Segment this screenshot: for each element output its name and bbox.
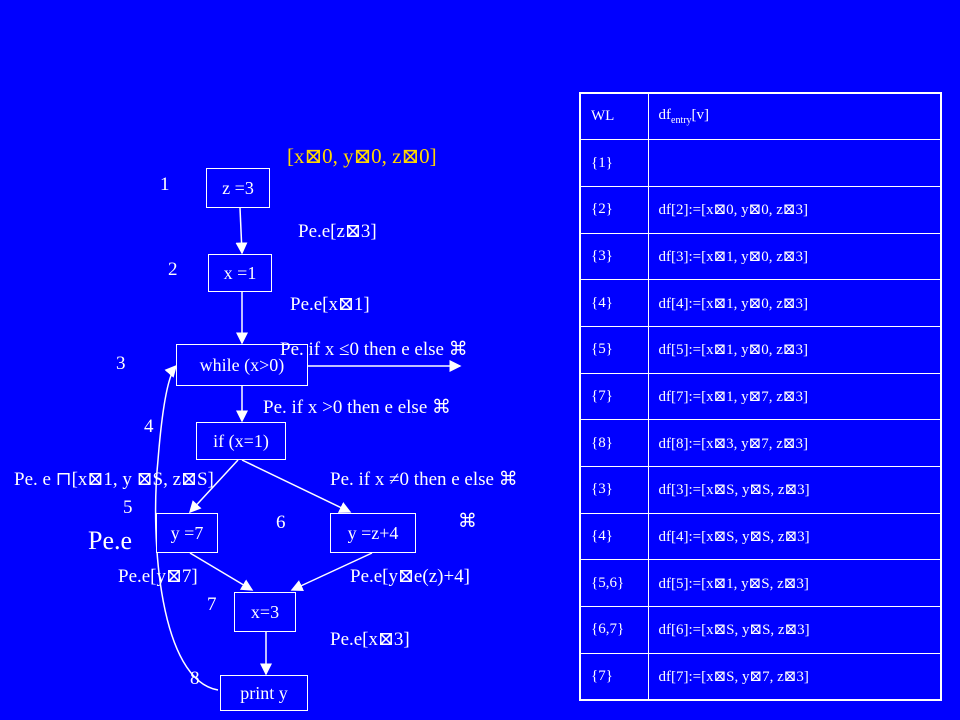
annotation-yz4: Pe.e[y⊠e(z)+4] xyxy=(350,566,470,587)
table-row: {4}df[4]:=[x⊠S, y⊠S, z⊠3] xyxy=(579,512,942,561)
node-number-8: 8 xyxy=(190,668,200,689)
annotation-join: Pe.e xyxy=(88,526,133,555)
cell-df: df[8]:=[x⊠3, y⊠7, z⊠3] xyxy=(647,419,942,467)
node-number-3: 3 xyxy=(116,353,126,374)
table-row: {6,7}df[6]:=[x⊠S, y⊠S, z⊠3] xyxy=(579,606,942,654)
cell-wl: {8} xyxy=(579,419,649,467)
node-number-5: 5 xyxy=(123,497,133,518)
cell-wl: {5,6} xyxy=(579,559,649,608)
initial-environment: [x⊠0, y⊠0, z⊠0] xyxy=(287,144,437,168)
edge-y7-x3 xyxy=(189,552,254,591)
table-row: {3}df[3]:=[x⊠1, y⊠0, z⊠3] xyxy=(579,232,942,281)
annotation-if-false-bottom: ⌘ xyxy=(458,511,477,532)
cell-df: df[2]:=[x⊠0, y⊠0, z⊠3] xyxy=(647,185,942,234)
worklist-table: WL dfentry[v] {1}{2}df[2]:=[x⊠0, y⊠0, z⊠… xyxy=(579,92,942,701)
node-yz4: y =z+4 xyxy=(330,513,416,553)
edge-if-yz4 xyxy=(241,459,352,513)
table-row: {5,6}df[5]:=[x⊠1, y⊠S, z⊠3] xyxy=(579,559,942,608)
node-x-assign: x =1 xyxy=(208,254,272,292)
cell-wl: {7} xyxy=(579,652,649,701)
annotation-while-true: Pe. if x >0 then e else ⌘ xyxy=(263,397,452,418)
node-print: print y xyxy=(220,675,308,711)
annotation-x-assign: Pe.e[x⊠1] xyxy=(290,294,370,315)
cell-wl: {1} xyxy=(579,139,649,187)
cell-wl: {5} xyxy=(579,325,649,374)
node-y7: y =7 xyxy=(156,513,218,553)
header-df: dfentry[v] xyxy=(647,92,942,141)
table-row: {1} xyxy=(579,139,942,187)
annotation-z-assign: Pe.e[z⊠3] xyxy=(298,221,377,242)
cell-df: df[5]:=[x⊠1, y⊠S, z⊠3] xyxy=(647,559,942,608)
cell-wl: {4} xyxy=(579,279,649,327)
annotation-if-true: Pe. e ⊓[x⊠1, y ⊠S, z⊠S] xyxy=(14,469,214,490)
cell-df: df[6]:=[x⊠S, y⊠S, z⊠3] xyxy=(647,606,942,654)
node-while: while (x>0) xyxy=(176,344,308,386)
table-row: {3}df[3]:=[x⊠S, y⊠S, z⊠3] xyxy=(579,466,942,514)
node-number-2: 2 xyxy=(168,259,178,280)
annotation-y7: Pe.e[y⊠7] xyxy=(118,566,198,587)
cell-wl: {3} xyxy=(579,466,649,514)
table-header-row: WL dfentry[v] xyxy=(579,92,942,141)
node-number-7: 7 xyxy=(207,594,217,615)
cell-df: df[4]:=[x⊠S, y⊠S, z⊠3] xyxy=(647,512,942,561)
header-wl: WL xyxy=(579,92,649,141)
annotation-if-false: Pe. if x ≠0 then e else ⌘ xyxy=(330,469,518,490)
cell-df: df[3]:=[x⊠1, y⊠0, z⊠3] xyxy=(647,232,942,281)
header-df-tail: [v] xyxy=(691,107,710,124)
edge-yz4-x3 xyxy=(290,552,373,592)
node-z-assign: z =3 xyxy=(206,168,270,208)
table-row: {2}df[2]:=[x⊠0, y⊠0, z⊠3] xyxy=(579,185,942,234)
cell-df: df[7]:=[x⊠1, y⊠7, z⊠3] xyxy=(647,372,942,421)
node-number-6: 6 xyxy=(276,512,286,533)
cell-wl: {6,7} xyxy=(579,606,649,654)
cell-df xyxy=(647,139,942,187)
cell-df: df[4]:=[x⊠1, y⊠0, z⊠3] xyxy=(647,279,942,327)
table-row: {5}df[5]:=[x⊠1, y⊠0, z⊠3] xyxy=(579,325,942,374)
table-row: {7}df[7]:=[x⊠1, y⊠7, z⊠3] xyxy=(579,372,942,421)
cell-wl: {3} xyxy=(579,232,649,281)
cell-df: df[7]:=[x⊠S, y⊠7, z⊠3] xyxy=(647,652,942,701)
node-x3: x=3 xyxy=(234,592,296,632)
cell-df: df[3]:=[x⊠S, y⊠S, z⊠3] xyxy=(647,466,942,514)
table-row: {7}df[7]:=[x⊠S, y⊠7, z⊠3] xyxy=(579,652,942,701)
annotation-while-exit: Pe. if x ≤0 then e else ⌘ xyxy=(280,339,468,360)
node-number-1: 1 xyxy=(160,174,170,195)
header-df-sub: entry xyxy=(671,115,692,127)
table-row: {8}df[8]:=[x⊠3, y⊠7, z⊠3] xyxy=(579,419,942,467)
annotation-x3: Pe.e[x⊠3] xyxy=(330,629,410,650)
edge-z3-x1 xyxy=(235,207,248,255)
node-if: if (x=1) xyxy=(196,422,286,460)
edge-if-y7 xyxy=(188,459,239,514)
edge-print-while-back xyxy=(154,364,219,691)
cell-wl: {4} xyxy=(579,512,649,561)
cell-wl: {7} xyxy=(579,372,649,421)
cell-wl: {2} xyxy=(579,185,649,234)
header-df-main: df xyxy=(658,107,672,124)
cell-df: df[5]:=[x⊠1, y⊠0, z⊠3] xyxy=(647,325,942,374)
table-row: {4}df[4]:=[x⊠1, y⊠0, z⊠3] xyxy=(579,279,942,327)
node-number-4: 4 xyxy=(144,416,154,437)
